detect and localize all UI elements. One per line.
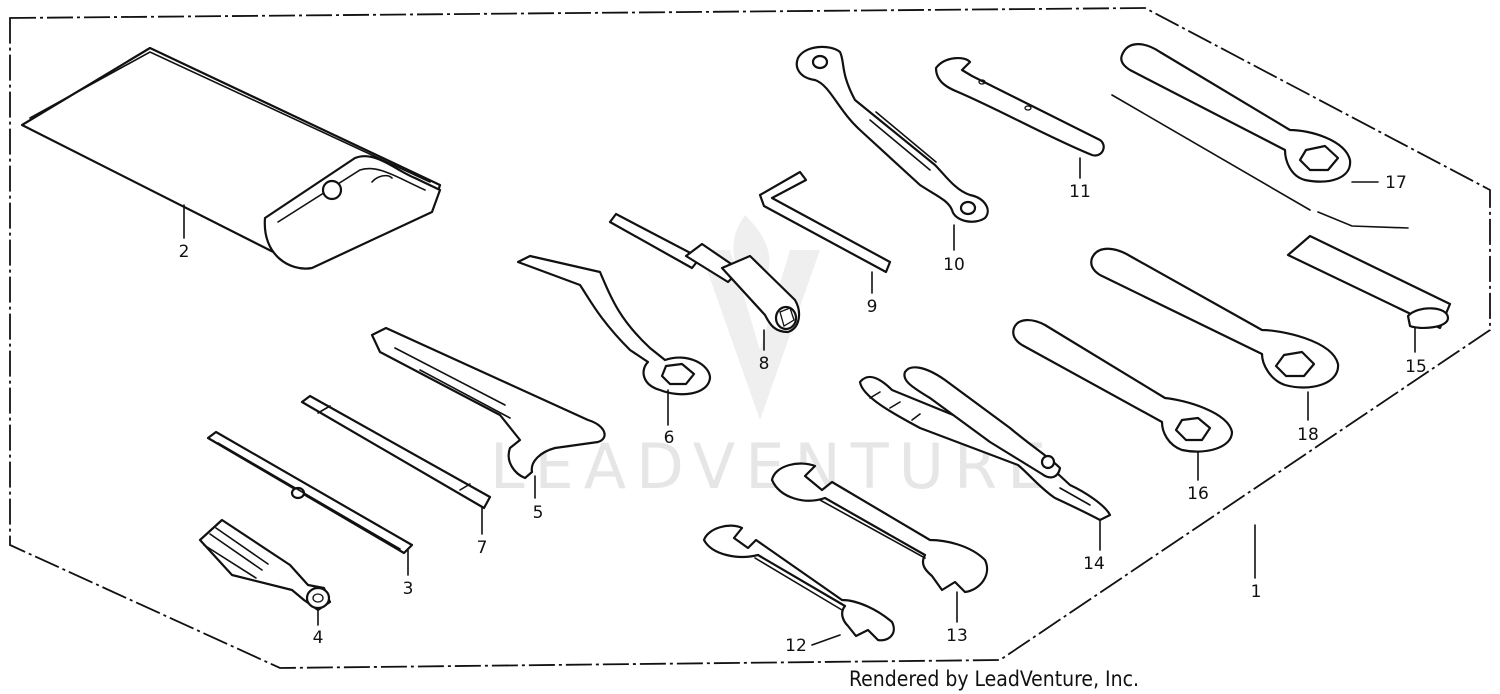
part-open-end-wrench-small[interactable] — [702, 524, 895, 642]
callout-1: 1 — [1251, 582, 1262, 602]
part-open-end-wrench-large[interactable] — [770, 462, 989, 594]
kit-boundary — [9, 7, 1491, 669]
part-hex-key[interactable] — [758, 170, 892, 274]
part-tool-bag[interactable] — [20, 46, 442, 270]
callout-11: 11 — [1069, 182, 1091, 202]
part-pin-spanner[interactable] — [370, 326, 606, 480]
callout-5: 5 — [533, 503, 544, 523]
part-screwdriver-blade[interactable] — [206, 430, 414, 555]
part-screwdriver-shaft[interactable] — [300, 394, 492, 510]
part-offset-wrench[interactable] — [795, 45, 989, 223]
part-ring-wrench-17[interactable] — [1111, 43, 1409, 229]
callout-3: 3 — [403, 579, 414, 599]
leader-lines — [183, 157, 1416, 646]
credit-text: Rendered by LeadVenture, Inc. — [849, 667, 1139, 691]
callout-14: 14 — [1083, 554, 1105, 574]
watermark-logo — [700, 215, 820, 420]
callout-6: 6 — [664, 428, 675, 448]
callout-9: 9 — [867, 297, 878, 317]
callout-7: 7 — [477, 538, 488, 558]
callout-12: 12 — [785, 636, 807, 656]
part-screwdriver-grip[interactable] — [198, 518, 332, 612]
callout-15: 15 — [1405, 357, 1427, 377]
callout-4: 4 — [313, 628, 324, 648]
callout-labels: 2 3 4 5 6 7 8 9 10 11 12 13 14 15 16 17 … — [179, 173, 1427, 656]
callout-18: 18 — [1297, 425, 1319, 445]
part-ring-wrench-large[interactable] — [1090, 247, 1340, 389]
callout-8: 8 — [759, 354, 770, 374]
callout-13: 13 — [946, 626, 968, 646]
part-extension-bar[interactable] — [1286, 234, 1452, 330]
part-plug-wrench[interactable] — [608, 212, 801, 334]
callout-10: 10 — [943, 255, 965, 275]
callout-17: 17 — [1385, 173, 1407, 193]
part-spanner-wrench[interactable] — [934, 56, 1105, 157]
callout-2: 2 — [179, 242, 190, 262]
part-pliers[interactable] — [858, 366, 1112, 522]
part-ring-wrench-small[interactable] — [1012, 319, 1234, 453]
part-box-wrench[interactable] — [516, 254, 712, 396]
callout-16: 16 — [1187, 484, 1209, 504]
